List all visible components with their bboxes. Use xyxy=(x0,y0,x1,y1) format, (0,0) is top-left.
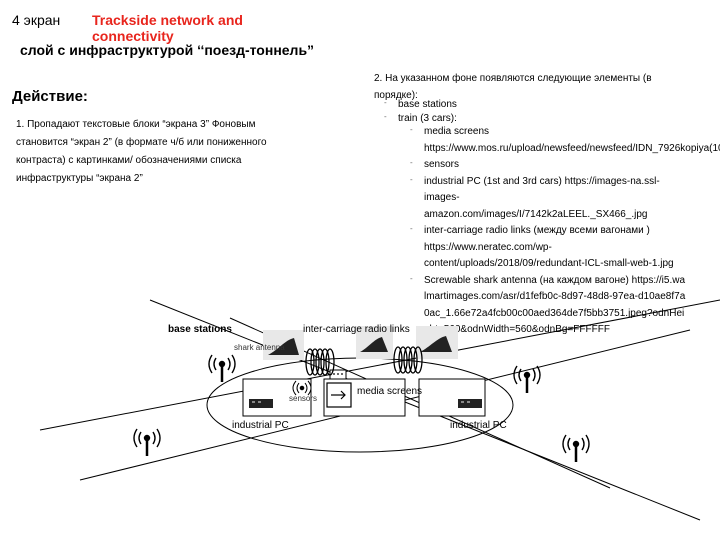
radio-link-coil-icon xyxy=(393,346,423,374)
train-car-3 xyxy=(418,378,486,417)
shark-antenna-label: shark antenna xyxy=(234,343,285,352)
bullet-industrial-pc: industrial PC (1st and 3rd cars) https:/… xyxy=(410,172,669,224)
bullet-base-stations: base stations xyxy=(384,96,684,112)
train-car-1 xyxy=(242,378,312,417)
media-screens-label: media screens xyxy=(357,386,423,397)
shark-antenna-icon xyxy=(263,330,304,360)
industrial-pc-right-label: industrial PC xyxy=(450,420,507,431)
sensor-icon xyxy=(292,380,312,396)
industrial-pc-left-label: industrial PC xyxy=(232,420,289,431)
network-line xyxy=(39,299,720,431)
bullet-train: train (3 cars): xyxy=(384,110,684,126)
slide-title: Trackside network and connectivity xyxy=(92,12,243,44)
base-stations-label: base stations xyxy=(168,324,232,335)
industrial-pc-icon xyxy=(249,399,273,408)
sensors-label: sensors xyxy=(289,394,318,403)
industrial-pc-icon xyxy=(458,399,482,408)
step-2-text: 2. На указанном фоне появляются следующи… xyxy=(374,73,652,101)
screen-label: 4 экран xyxy=(12,12,61,28)
bullet-shark-antenna: Screwable shark antenna (на каждом вагон… xyxy=(410,271,686,339)
sub-bullet-list: media screens https://www.mos.ru/upload/… xyxy=(410,122,720,339)
shark-antenna-icon xyxy=(356,326,393,359)
bullet-media-screens: media screens https://www.mos.ru/upload/… xyxy=(410,122,720,157)
base-station-icon xyxy=(133,428,161,456)
radio-links-label: inter-carriage radio links xyxy=(303,324,410,335)
media-screen-icon xyxy=(326,382,352,408)
bullet-radio-links: inter-carriage radio links (между всеми … xyxy=(410,221,686,273)
base-station-icon xyxy=(562,434,590,462)
radio-link-coil-icon xyxy=(305,348,335,376)
base-station-icon xyxy=(208,354,236,382)
shark-antenna-icon xyxy=(416,326,458,359)
bullet-sensors: sensors xyxy=(410,155,710,174)
top-bullet-list: base stations train (3 cars): xyxy=(384,96,684,126)
step-1-text: 1. Пропадают текстовые блоки “экрана 3” … xyxy=(16,119,267,184)
subtitle: слой с инфраструктурой ‘‘поезд-тоннель” xyxy=(20,42,315,58)
base-station-icon xyxy=(513,365,541,393)
action-heading: Действие: xyxy=(12,88,88,105)
